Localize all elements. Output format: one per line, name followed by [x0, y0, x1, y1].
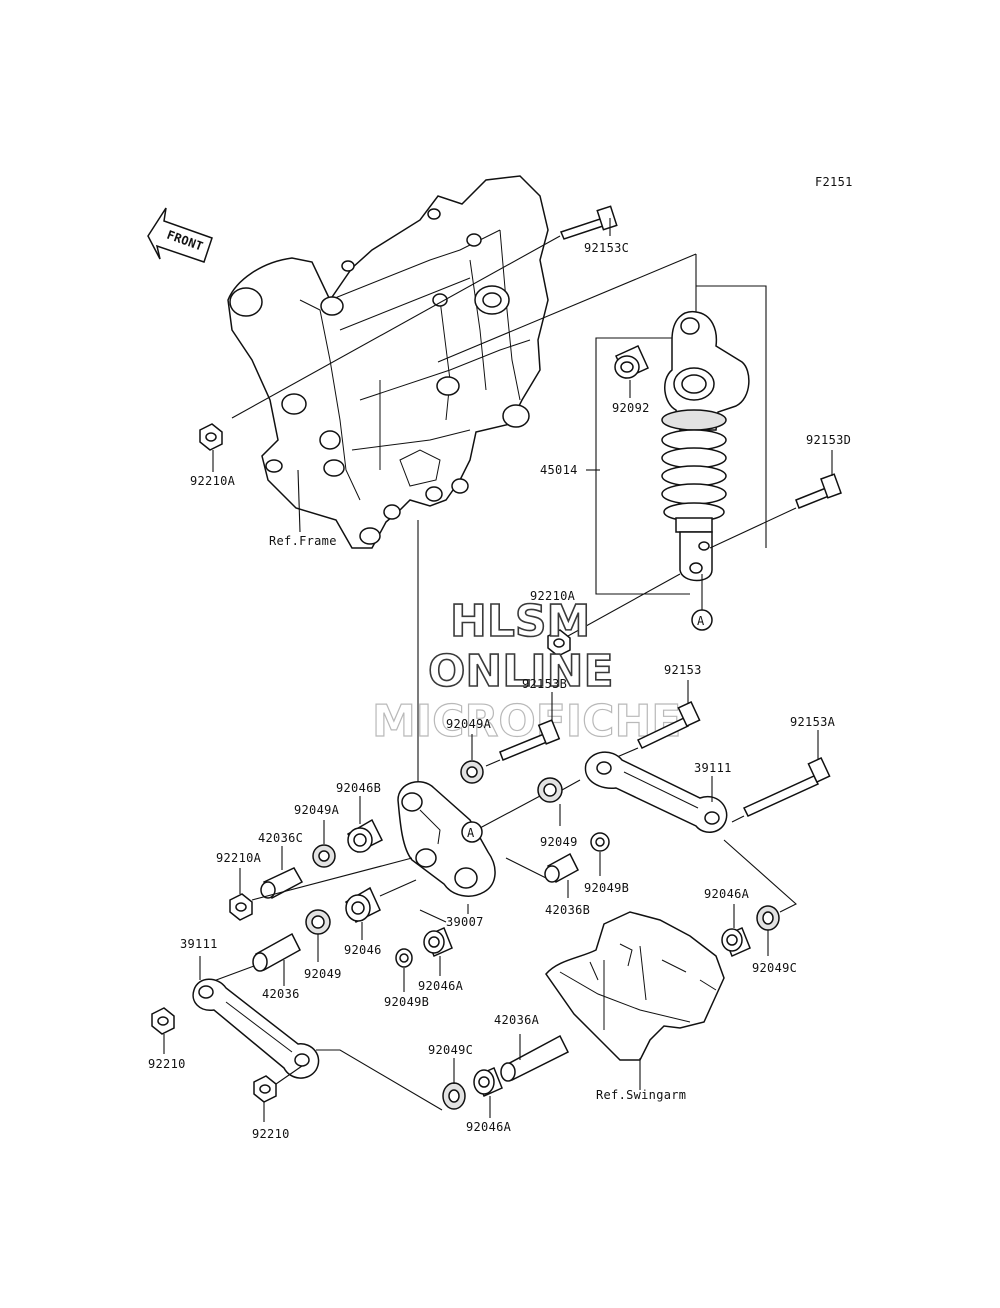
part-92092: 92092 [612, 401, 650, 415]
bolt-92153c [559, 205, 618, 240]
front-arrow-icon: FRONT [147, 207, 213, 263]
part-92049c-bottom: 92049C [428, 1043, 473, 1057]
part-42036: 42036 [262, 987, 300, 1001]
part-39111-right: 39111 [694, 761, 732, 775]
nut-92210a-left [229, 893, 253, 921]
bushing-92046b [346, 818, 384, 853]
part-92046a-right: 92046A [704, 887, 750, 901]
bolt-92153b [499, 719, 561, 761]
tie-rod-39111-left [192, 978, 320, 1079]
part-92049-left: 92049 [304, 967, 342, 981]
part-92046b: 92046B [336, 781, 381, 795]
part-92153: 92153 [664, 663, 702, 677]
part-92049b-right: 92049B [584, 881, 629, 895]
part-42036b: 42036B [545, 903, 590, 917]
part-92046a-mid: 92046A [418, 979, 464, 993]
seal-92049b-left [395, 948, 413, 968]
part-39007: 39007 [446, 915, 484, 929]
part-39111-left: 39111 [180, 937, 218, 951]
nut-92210a-frame [199, 423, 223, 451]
bushing-92092 [614, 345, 649, 379]
tie-rod-39111-right [584, 751, 728, 833]
part-92210a-shock: 92210A [530, 589, 576, 603]
part-92153a: 92153A [790, 715, 836, 729]
nut-92210-top [151, 1007, 175, 1035]
part-92210a-left: 92210A [216, 851, 262, 865]
part-92210-top: 92210 [148, 1057, 186, 1071]
part-92049c-right: 92049C [752, 961, 797, 975]
callout-marker-upper [691, 609, 713, 631]
svg-text:ONLINE: ONLINE [428, 646, 614, 697]
svg-text:MICROFICHE: MICROFICHE [372, 696, 681, 747]
collar-42036b [544, 852, 579, 884]
seal-92049-left [305, 909, 331, 935]
bushing-92046 [345, 886, 381, 924]
rocker-arm-39007 [397, 781, 496, 897]
bushing-92046a-mid [423, 926, 453, 958]
part-92049b-left: 92049B [384, 995, 429, 1009]
ref-frame-label: Ref.Frame [269, 534, 337, 548]
ref-swingarm-label: Ref.Swingarm [596, 1088, 686, 1102]
part-92049a-left: 92049A [294, 803, 340, 817]
bushing-92046a-right [721, 926, 751, 958]
collar-42036a [500, 1034, 570, 1082]
part-42036c: 42036C [258, 831, 303, 845]
seal-92049b-right [590, 832, 610, 852]
bushing-92046a-bottom [473, 1066, 503, 1098]
collar-42036c [260, 867, 304, 900]
figure-code: F2151 [815, 175, 853, 189]
part-92049a-top: 92049A [446, 717, 492, 731]
part-92153d: 92153D [806, 433, 851, 447]
seal-92049c-right [756, 905, 780, 931]
callout-marker-lower [461, 821, 483, 843]
shock-absorber-45014 [661, 310, 750, 582]
callout-a-upper: A [697, 614, 705, 628]
nut-92210a-shock [547, 629, 571, 657]
seal-92049c-bottom [442, 1082, 466, 1110]
part-92049: 92049 [540, 835, 578, 849]
watermark: HLSM ONLINE MICROFICHE [371, 595, 682, 747]
callout-a-lower: A [467, 826, 475, 840]
seal-92049 [537, 777, 563, 803]
part-92046: 92046 [344, 943, 382, 957]
seal-92049a-top [460, 760, 484, 784]
swingarm-outline [545, 911, 725, 1061]
bolt-92153 [636, 700, 701, 749]
bolt-92153d [795, 473, 842, 509]
part-92210a-frame: 92210A [190, 474, 236, 488]
collar-42036 [252, 932, 301, 972]
svg-text:HLSM: HLSM [450, 596, 590, 647]
part-92153c: 92153C [584, 241, 629, 255]
part-92046a-bottom: 92046A [466, 1120, 512, 1134]
part-45014: 45014 [540, 463, 578, 477]
seal-92049a-left [312, 844, 336, 868]
part-92210-bottom: 92210 [252, 1127, 290, 1141]
frame-outline [227, 175, 549, 549]
bolt-92153a [742, 756, 831, 817]
nut-92210-bottom [253, 1075, 277, 1103]
part-92153b: 92153B [522, 677, 567, 691]
part-42036a: 42036A [494, 1013, 540, 1027]
